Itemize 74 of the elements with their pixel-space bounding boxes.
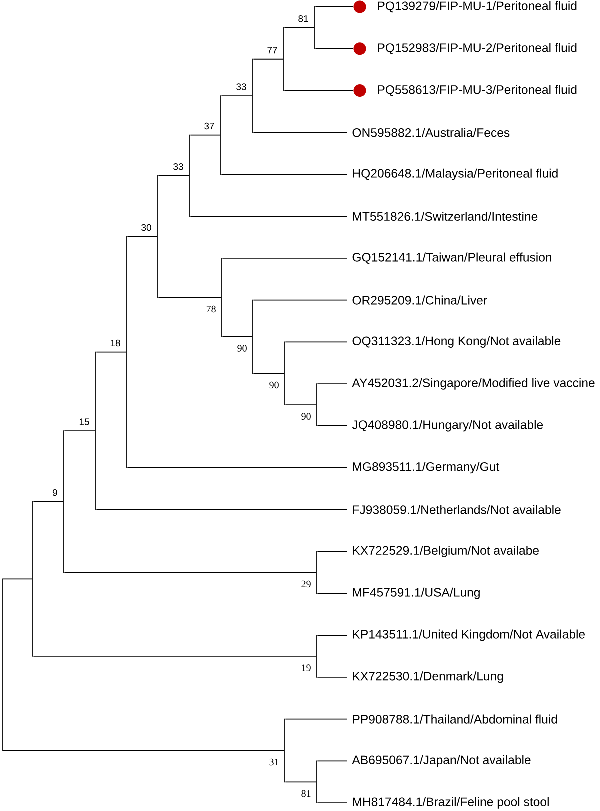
taxon-label: HQ206648.1/Malaysia/Peritoneal fluid — [353, 168, 558, 180]
taxon-label: OQ311323.1/Hong Kong/Not available — [352, 336, 561, 348]
branch-line — [222, 336, 253, 338]
branch-line — [64, 430, 96, 432]
branch-line — [284, 90, 354, 92]
branch-line — [2, 578, 33, 580]
bootstrap-value: 37 — [204, 122, 214, 130]
taxon-label: OR295209.1/China/Liver — [352, 296, 488, 305]
bootstrap-value: 30 — [142, 224, 152, 232]
bootstrap-value: 29 — [302, 580, 311, 588]
taxon-label: FJ938059.1/Netherlands/Not available — [353, 505, 561, 514]
branch-line — [253, 132, 348, 134]
branch-line — [285, 782, 317, 783]
branch-line — [317, 551, 348, 552]
branch-line — [317, 635, 348, 636]
branch-line — [96, 352, 127, 353]
junction-line — [32, 501, 34, 657]
taxon-label: PQ152983/FIP-MU-2/Peritoneal fluid — [378, 43, 577, 55]
branch-line — [285, 342, 348, 343]
bootstrap-value: 33 — [236, 84, 246, 90]
taxon-label: PQ558613/FIP-MU-3/Peritoneal fluid — [378, 85, 577, 96]
taxon-label: ON595882.1/Australia/Feces — [352, 128, 510, 138]
taxon-label: GQ152141.1/Taiwan/Pleural effusion — [352, 252, 552, 264]
branch-line — [96, 509, 348, 510]
branch-line — [317, 593, 348, 594]
branch-line — [127, 467, 348, 468]
branch-line — [285, 404, 317, 406]
bootstrap-value: 33 — [174, 163, 184, 170]
branch-line — [253, 58, 284, 60]
branch-line — [190, 216, 348, 217]
bootstrap-value: 81 — [302, 790, 311, 798]
bootstrap-value: 19 — [302, 664, 311, 672]
taxon-label: KX722529.1/Belgium/Not availabe — [353, 546, 539, 558]
branch-line — [253, 373, 285, 374]
branch-line — [285, 718, 348, 720]
branch-line — [158, 175, 190, 176]
bootstrap-value: 90 — [302, 413, 311, 420]
branch-line — [253, 300, 348, 301]
branch-line — [317, 384, 348, 385]
junction-line — [2, 578, 3, 752]
bootstrap-value: 15 — [80, 418, 90, 426]
taxon-label: MT551826.1/Switzerland/Intestine — [353, 212, 538, 222]
taxon-label: MG893511.1/Germany/Gut — [353, 462, 500, 474]
bootstrap-value: 78 — [206, 306, 216, 313]
taxon-label: KP143511.1/United Kingdom/Not Available — [353, 630, 586, 642]
branch-line — [221, 174, 348, 176]
branch-line — [33, 501, 64, 502]
taxon-label: AB695067.1/Japan/Not available — [352, 755, 531, 767]
branch-line — [315, 48, 354, 50]
taxon-label: MH817484.1/Brazil/Feline pool stool — [353, 797, 549, 809]
taxon-label: MF457591.1/USA/Lung — [353, 588, 480, 600]
branch-line — [2, 750, 285, 752]
branch-line — [158, 297, 222, 298]
branch-line — [317, 802, 348, 804]
branch-line — [127, 236, 158, 238]
taxon-label: KX722530.1/Denmark/Lung — [353, 672, 504, 684]
bootstrap-value: 90 — [238, 345, 247, 352]
taxon-label: PQ139279/FIP-MU-1/Peritoneal fluid — [378, 1, 577, 13]
branch-line — [190, 134, 221, 136]
bootstrap-value: 77 — [268, 47, 278, 54]
branch-line — [315, 6, 354, 8]
branch-line — [317, 676, 348, 678]
bootstrap-value: 9 — [52, 489, 58, 496]
taxon-label: AY452031.2/Singapore/Modified live vaccine — [352, 378, 595, 390]
bootstrap-value: 81 — [298, 16, 308, 22]
branch-line — [317, 760, 348, 762]
bootstrap-value: 18 — [110, 340, 120, 347]
branch-line — [33, 656, 317, 657]
branch-line — [222, 258, 348, 259]
branch-line — [64, 572, 317, 574]
bootstrap-value: 90 — [270, 382, 279, 389]
taxon-label: JQ408980.1/Hungary/Not available — [352, 420, 544, 432]
bootstrap-value: 31 — [270, 758, 279, 766]
taxon-label: PP908788.1/Thailand/Abdominal fluid — [353, 714, 558, 724]
